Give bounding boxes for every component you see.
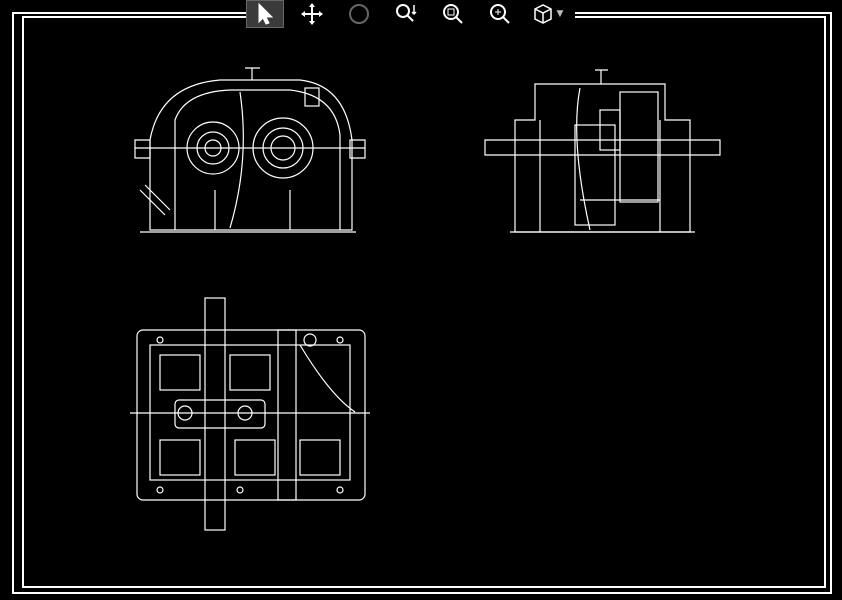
dropdown-caret-icon[interactable]: ▼ [556,9,564,19]
zoom-extents-tool-button[interactable] [481,0,519,28]
zoom-extents-icon [490,4,510,24]
zoom-window-tool-button[interactable] [434,0,472,28]
zoom-realtime-icon [396,4,417,22]
zoom-realtime-tool-button[interactable] [387,0,425,28]
gearbox-side-view [484,69,721,233]
view-toolbar: ▼ [246,0,575,28]
move-arrows-icon [301,3,323,25]
gearbox-front-view [134,67,366,233]
zoom-window-icon [443,4,463,24]
pan-tool-button[interactable] [293,0,331,28]
orbit-icon [349,4,369,24]
select-tool-button[interactable] [246,0,284,28]
gearbox-top-view [130,297,370,531]
view-cube-tool-button[interactable]: ▼ [528,0,566,28]
cube-view-icon [533,4,552,24]
cursor-arrow-icon [258,2,274,25]
orbit-tool-button[interactable] [340,0,378,28]
